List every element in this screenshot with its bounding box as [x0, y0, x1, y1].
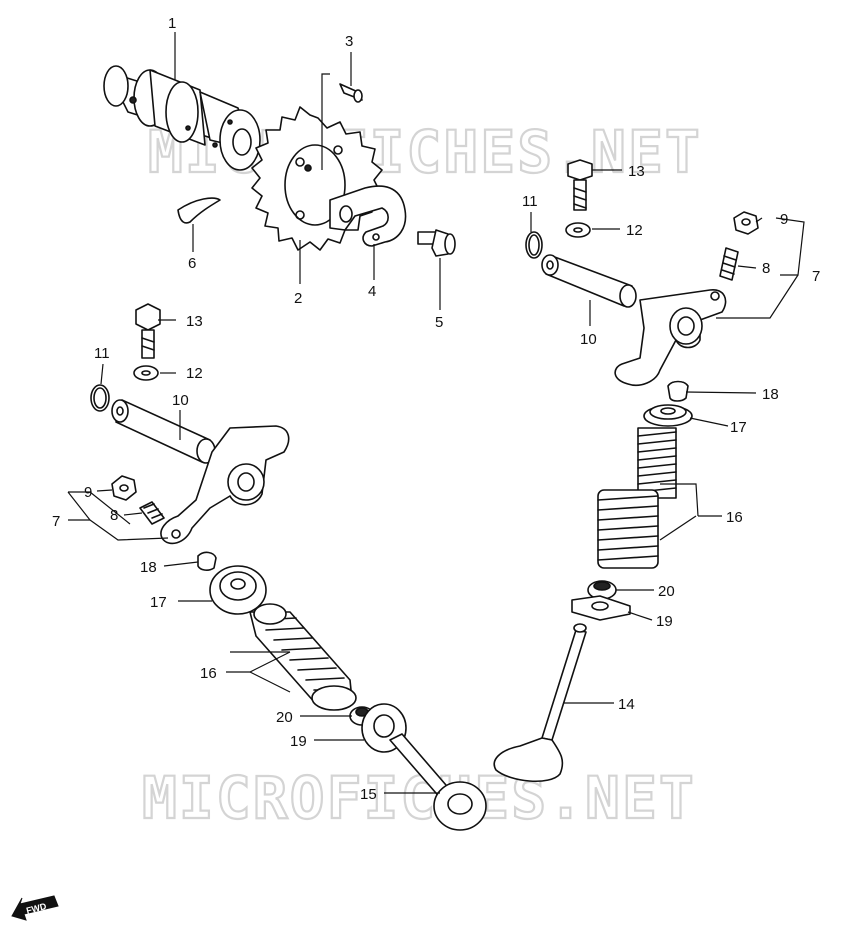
callout-3: 3: [345, 33, 353, 50]
valve-right: [493, 623, 587, 783]
callout-4: 4: [368, 283, 376, 300]
rocker-shaft-right: [541, 254, 637, 308]
callout-2: 2: [294, 290, 302, 307]
callout-17-right: 17: [730, 419, 747, 436]
valve-left: [389, 733, 487, 831]
o-ring-right: [525, 231, 543, 259]
adjusting-screw-left: [139, 501, 165, 525]
circlip: [177, 197, 221, 224]
callout-9-left: 9: [84, 484, 92, 501]
callout-7-left: 7: [52, 513, 60, 530]
callout-13-left: 13: [186, 313, 203, 330]
callout-16-left: 16: [200, 665, 217, 682]
callout-10-right: 10: [580, 331, 597, 348]
callout-12-right: 12: [626, 222, 643, 239]
callout-17-left: 17: [150, 594, 167, 611]
adjusting-screw-right: [719, 247, 739, 281]
bolt-small: [417, 229, 456, 257]
callout-18-left: 18: [140, 559, 157, 576]
callout-11-right: 11: [522, 193, 538, 210]
spring-retainer-right: [643, 404, 693, 427]
o-ring-left: [90, 384, 110, 412]
callout-5: 5: [435, 314, 443, 331]
sprocket-plate: [329, 185, 407, 247]
watermark-bottom: MICROFICHES.NET: [142, 764, 696, 832]
bolt-left: [135, 303, 161, 359]
nut-left: [111, 475, 137, 501]
callout-18-right: 18: [762, 386, 779, 403]
cotter-left: [197, 551, 217, 571]
callout-13-right: 13: [628, 163, 645, 180]
rocker-arm-left: [160, 425, 290, 545]
valve-springs-right: [597, 427, 677, 569]
forward-label: FWD: [25, 901, 48, 916]
cotter-right: [667, 380, 689, 402]
bolt-right: [567, 159, 593, 211]
callout-20-right: 20: [658, 583, 675, 600]
callout-6: 6: [188, 255, 196, 272]
washer-right: [565, 222, 591, 238]
callout-16-right: 16: [726, 509, 743, 526]
washer-left: [133, 365, 159, 381]
callout-11-left: 11: [94, 345, 110, 362]
callout-12-left: 12: [186, 365, 203, 382]
forward-arrow: FWD: [11, 895, 59, 921]
callout-10-left: 10: [172, 392, 189, 409]
callout-19-left: 19: [290, 733, 307, 750]
callout-15: 15: [360, 786, 377, 803]
callout-20-left: 20: [276, 709, 293, 726]
spring-seat-right: [571, 595, 631, 621]
callout-8-left: 8: [110, 507, 118, 524]
dowel-pin: [339, 83, 363, 103]
callout-7-right: 7: [812, 268, 820, 285]
callout-14: 14: [618, 696, 635, 713]
callout-8-right: 8: [762, 260, 770, 277]
callout-19-right: 19: [656, 613, 673, 630]
leader-lines: [67, 32, 805, 794]
callout-labels: 1 3 2 4 5 6 13 12 11 10 9 8 7 13 12 11 1…: [52, 15, 820, 803]
spring-retainer-left: [209, 565, 267, 615]
camshaft: [103, 65, 261, 171]
nut-right: [733, 211, 759, 235]
callout-1: 1: [168, 15, 176, 32]
rocker-arm-right: [614, 289, 727, 386]
rocker-shaft-left: [111, 399, 216, 464]
callout-9-right: 9: [780, 211, 788, 228]
valve-springs-left: [249, 603, 357, 711]
